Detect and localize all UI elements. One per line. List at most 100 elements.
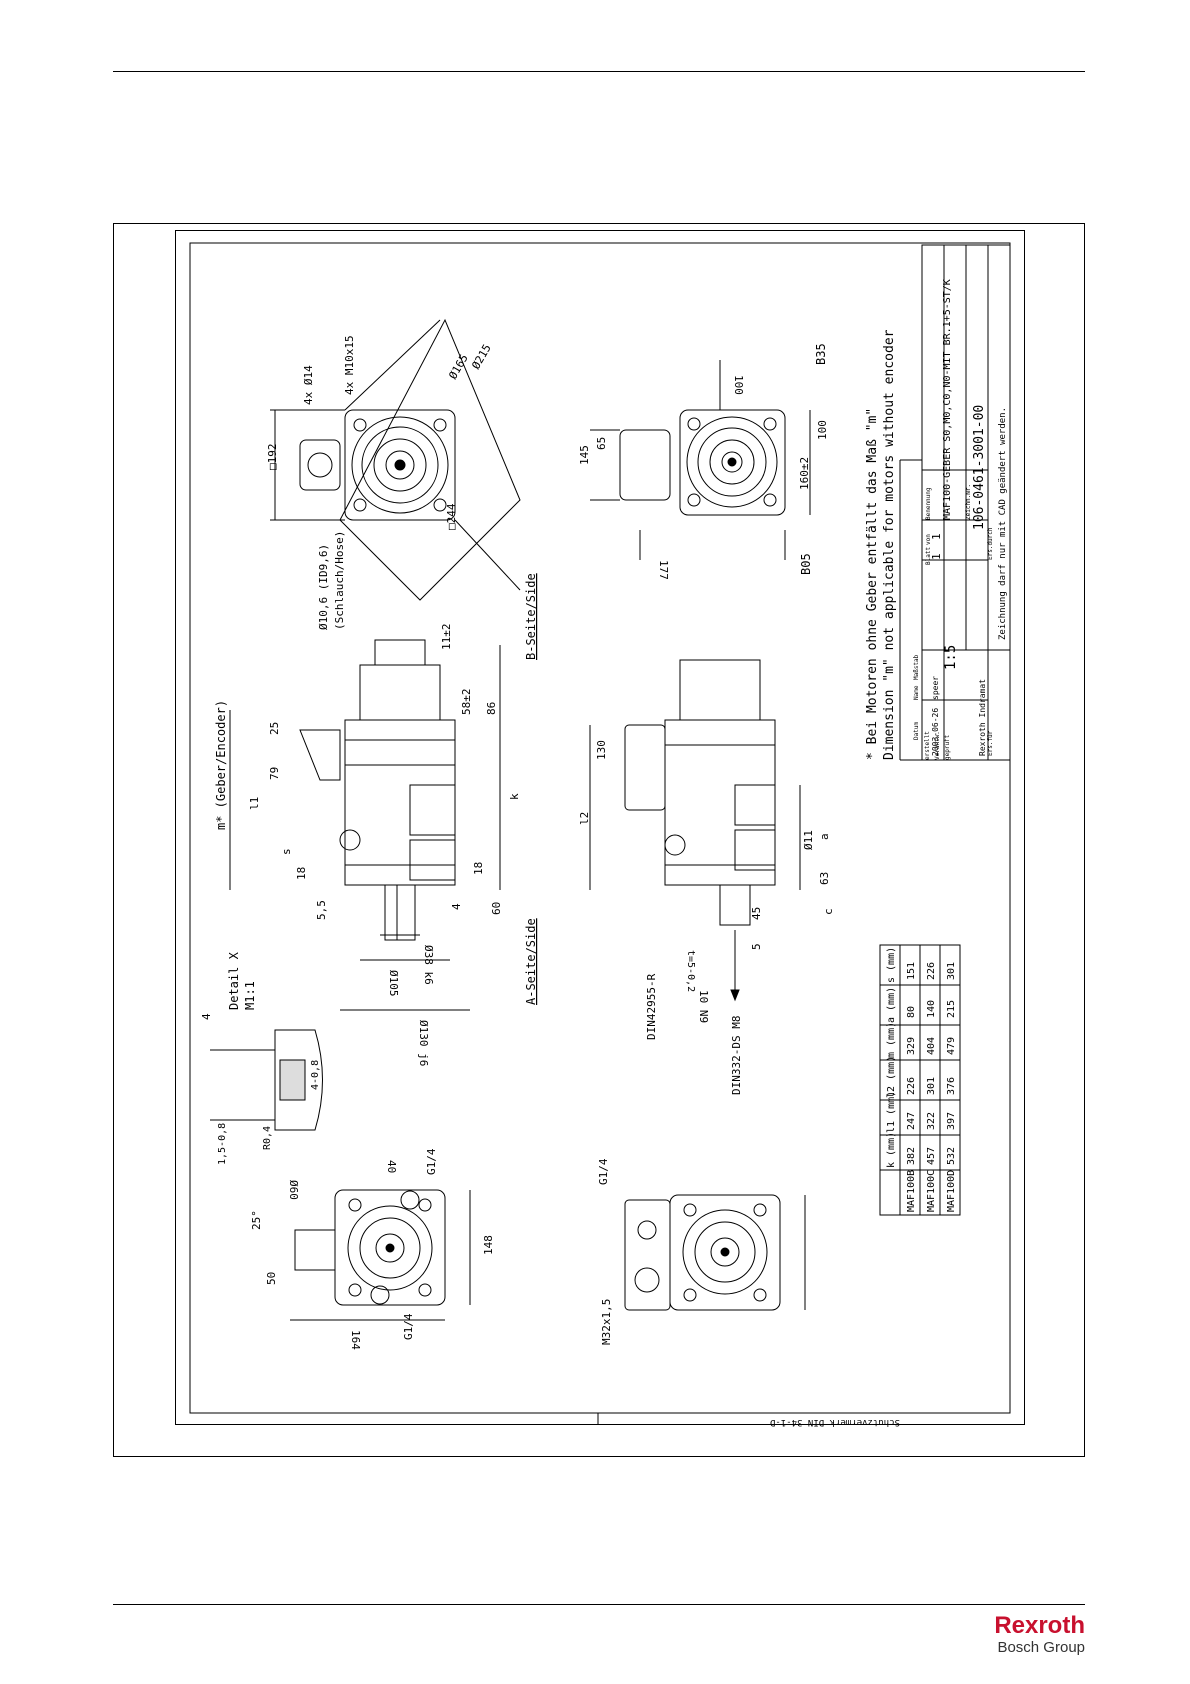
dim-r04: R0,4 — [262, 1126, 273, 1150]
table-cell: 247 — [906, 1112, 917, 1130]
table-cell: 532 — [946, 1147, 957, 1165]
label-m32: M32x1,5 — [600, 1299, 613, 1345]
label-square192: □192 — [266, 444, 279, 471]
title-drawn-by: speer — [931, 676, 940, 700]
label-side-b: B-Seite/Side — [524, 573, 538, 660]
drawing-sheet-frame — [175, 230, 1025, 1425]
dimension-table — [879, 944, 961, 1216]
dim-value: 25 — [268, 722, 281, 735]
label-square244: □244 — [445, 503, 458, 530]
table-cell: MAF100B — [906, 1170, 917, 1212]
dim-value: c — [822, 908, 835, 915]
dim-value: 5 — [750, 943, 763, 950]
hose-dim: Ø10,6 (ID9,6) — [317, 544, 330, 630]
note-german: * Bei Motoren ohne Geber entfällt das Ma… — [865, 408, 880, 760]
table-cell: 301 — [946, 962, 957, 980]
label-encoder: m* (Geber/Encoder) — [214, 700, 228, 830]
dim-value: 18 — [472, 862, 485, 875]
dim-value: 164 — [349, 1330, 362, 1350]
flange-view-b05 — [590, 360, 811, 560]
side-view-top — [229, 639, 501, 1011]
table-header: l1 (mm) — [886, 1091, 897, 1133]
title-company: Rexroth Indramat — [978, 679, 987, 756]
dim-60: Ø60 — [287, 1180, 300, 1200]
side-view-bottom — [589, 659, 801, 1002]
dim-value: 60 — [490, 902, 503, 915]
dim-value: s — [280, 848, 293, 855]
dim-value: 11±2 — [440, 624, 453, 651]
dim-value: 63 — [818, 872, 831, 885]
table-cell: 322 — [926, 1112, 937, 1130]
title-head-name: Name — [913, 685, 920, 700]
label-g14-bottom: G1/4 — [402, 1313, 415, 1340]
header-rule — [113, 71, 1085, 72]
dim-value: 145 — [578, 445, 591, 465]
dim-value: 160±2 — [798, 457, 811, 490]
dim-value: 5,5 — [315, 900, 328, 920]
table-cell: 140 — [926, 1000, 937, 1018]
label-b05: B05 — [799, 553, 813, 575]
table-cell: 329 — [906, 1037, 917, 1055]
dim-value: 86 — [485, 702, 498, 715]
dim-38k6: Ø38 k6 — [422, 945, 435, 985]
label-n9: 10 N9 — [697, 990, 710, 1023]
table-header: m (mm) — [886, 1022, 897, 1058]
table-cell: 479 — [946, 1037, 957, 1055]
dim-value: 45 — [750, 907, 763, 920]
dimension-values: 25 79 l1 s 18 5,5 4 60 18 86 58±2 11±2 k… — [200, 375, 835, 1350]
title-row-geprueft: geprüft — [944, 734, 951, 760]
rear-view-top — [290, 1189, 471, 1321]
label-hose: (Schlauch/Hose) — [333, 531, 346, 630]
table-cell: MAF100D — [946, 1170, 957, 1212]
dimension-table-text: k (mm) l1 (mm) l2 (mm) m (mm) a (mm) s (… — [886, 947, 957, 1212]
label-thread: 4x M10x15 — [343, 335, 356, 395]
dim-value: 4 — [200, 1013, 213, 1020]
table-cell: 301 — [926, 1077, 937, 1095]
dim-130j6: Ø130 j6 — [417, 1020, 430, 1066]
title-head-ersdurch: Ers.durch — [987, 527, 994, 560]
label-din42955: DIN42955-R — [645, 973, 658, 1040]
table-cell: 376 — [946, 1077, 957, 1095]
dim-value: a — [818, 833, 831, 840]
title-drawing-number: 106-0461-3001-00 — [972, 405, 987, 530]
flange-view-b35 — [270, 318, 521, 601]
dim-165: Ø165 — [446, 352, 471, 381]
label-g14-top: G1/4 — [425, 1148, 438, 1175]
table-header: k (mm) — [886, 1132, 897, 1168]
label-side-a: A-Seite/Side — [524, 918, 538, 1005]
title-sheet: 1 — [930, 553, 943, 560]
table-cell: 382 — [906, 1147, 917, 1165]
title-head-blatt: Blatt — [925, 547, 932, 565]
title-row-verantw: Verantw. — [934, 731, 941, 760]
dim-value: 18 — [295, 867, 308, 880]
dim-value: 25° — [250, 1210, 263, 1230]
title-head-zeichnr: Zeichn.Nr. — [965, 484, 972, 520]
copyright-note: Schutzvermerk DIN 34-1-D — [770, 1417, 900, 1427]
dim-value: 50 — [265, 1272, 278, 1285]
label-t: t=5-0,2 — [685, 950, 696, 992]
label-g14-rear: G1/4 — [597, 1158, 610, 1185]
dim-15: 1,5-0,8 — [217, 1123, 228, 1165]
table-cell: 226 — [926, 962, 937, 980]
title-head-benennung: Benennung — [925, 487, 932, 520]
table-cell: MAF100C — [926, 1170, 937, 1212]
detail-label: Detail X — [227, 951, 241, 1010]
dim-value: 40 — [385, 1160, 398, 1173]
drawing-outer-frame — [113, 223, 1085, 1457]
dim-value: k — [508, 793, 521, 800]
title-head-datum: Datum — [913, 722, 920, 740]
title-head-ersfuer: Ers.für — [987, 730, 994, 756]
title-block — [899, 244, 1011, 761]
table-cell: 151 — [906, 962, 917, 980]
dim-value: l2 — [578, 812, 591, 825]
table-header: a (mm) — [886, 987, 897, 1023]
logo-sub: Bosch Group — [997, 1639, 1085, 1656]
title-footer-note: Zeichnung darf nur mit CAD geändert werd… — [998, 407, 1008, 640]
table-header: s (mm) — [886, 947, 897, 983]
dim-11: Ø11 — [802, 830, 815, 850]
dim-value: 65 — [595, 437, 608, 450]
dim-4: 4-0,8 — [310, 1060, 321, 1090]
label-b35: B35 — [814, 343, 828, 365]
detail-x — [210, 1029, 323, 1131]
